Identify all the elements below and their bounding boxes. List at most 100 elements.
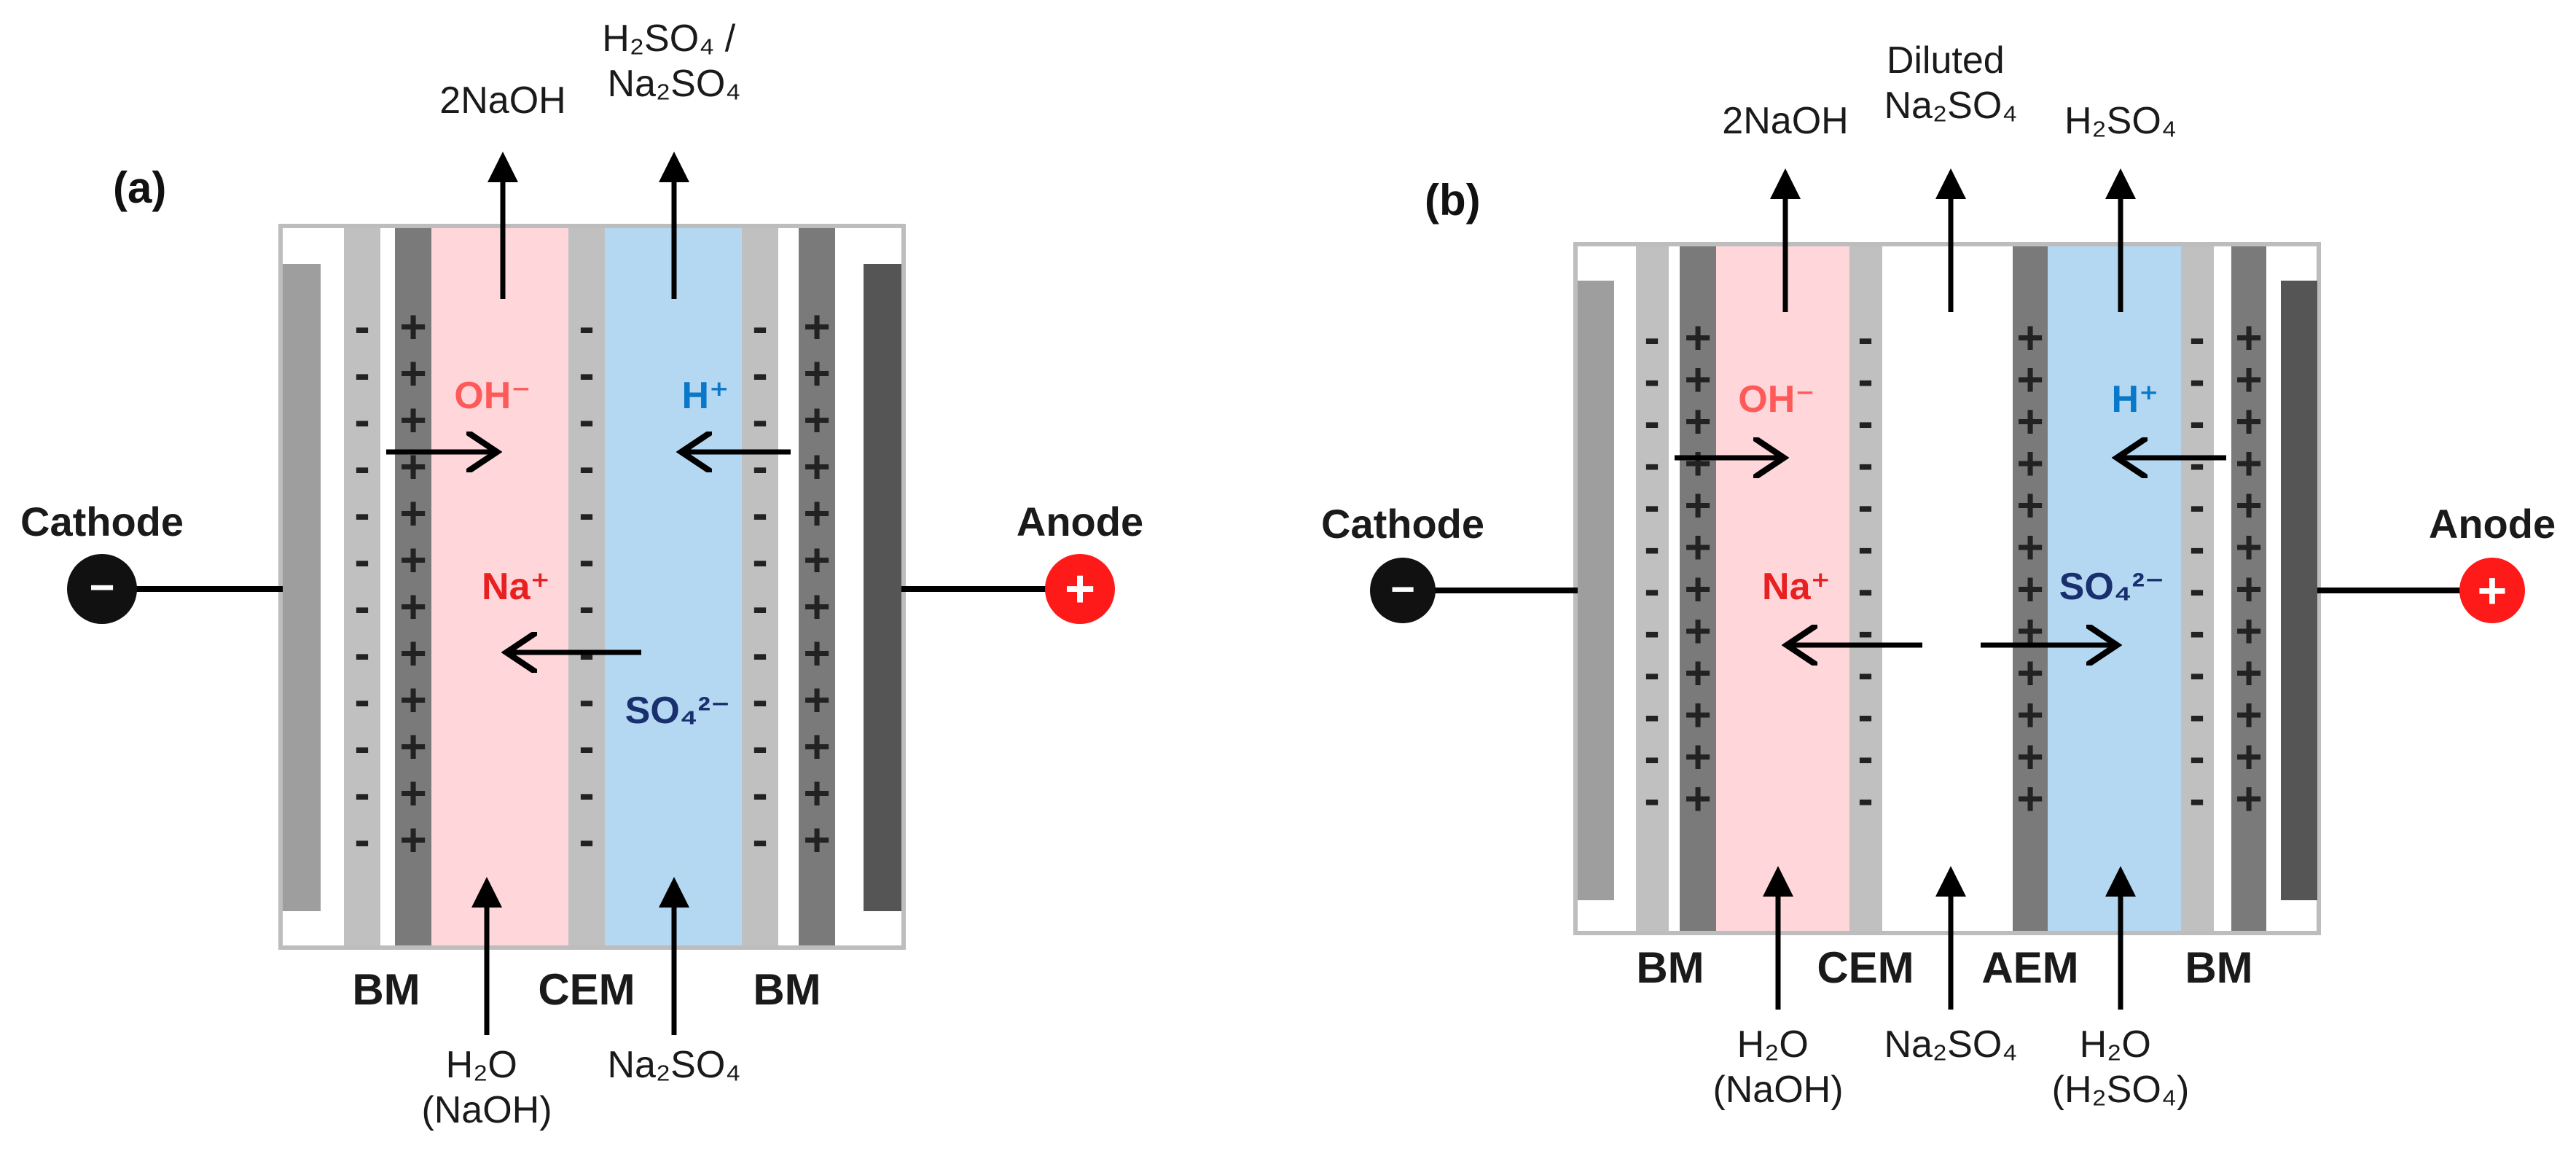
minus-charge-sign: - xyxy=(752,767,767,819)
panel-b-acid-compartment xyxy=(2048,246,2181,931)
plus-charge-sign: + xyxy=(2016,689,2043,741)
plus-charge-sign: + xyxy=(803,534,830,586)
plus-charge-sign: + xyxy=(2235,521,2262,574)
minus-charge-sign: - xyxy=(2189,647,2204,699)
minus-charge-sign: - xyxy=(354,394,369,446)
panel-a-anode-plate xyxy=(864,264,901,911)
plus-charge-sign: + xyxy=(399,300,426,353)
panel-b-bm-right-plus-column: ++++++++++++ xyxy=(2235,311,2262,825)
panel-a: (a) ------------ ++++++++++++ ----------… xyxy=(20,17,1143,1131)
plus-charge-sign: + xyxy=(399,394,426,446)
panel-b-anode-label: Anode xyxy=(2429,501,2556,547)
plus-charge-sign: + xyxy=(1684,395,1711,448)
panel-a-ion-sodium: Na⁺ xyxy=(482,566,550,608)
panel-b-membrane-label-aem: AEM xyxy=(1981,943,2078,992)
minus-charge-sign: - xyxy=(2189,689,2204,741)
plus-charge-sign: + xyxy=(399,487,426,539)
minus-charge-sign: - xyxy=(752,813,767,866)
minus-charge-sign: - xyxy=(1857,437,1873,490)
plus-charge-sign: + xyxy=(2235,395,2262,448)
minus-charge-sign: - xyxy=(354,580,369,633)
minus-charge-sign: - xyxy=(752,300,767,353)
minus-charge-sign: - xyxy=(1644,605,1659,657)
plus-charge-sign: + xyxy=(2016,773,2043,825)
panel-a-membrane-label-cem: CEM xyxy=(538,965,635,1014)
minus-charge-sign: - xyxy=(354,767,369,819)
plus-charge-sign: + xyxy=(2235,605,2262,657)
plus-charge-sign: + xyxy=(1684,437,1711,490)
panel-b-anode-terminal xyxy=(2459,558,2525,623)
plus-charge-sign: + xyxy=(2235,647,2262,699)
minus-charge-sign: - xyxy=(1644,730,1659,783)
plus-charge-sign: + xyxy=(399,534,426,586)
plus-charge-sign: + xyxy=(1684,563,1711,615)
panel-b-bm-left-anion-layer xyxy=(1636,246,1669,931)
minus-charge-sign: - xyxy=(579,674,594,726)
panel-b-cathode-terminal xyxy=(1370,558,1436,623)
panel-b-cem-minus-column: ------------ xyxy=(1857,311,1873,825)
panel-b-bm-right-anion-layer xyxy=(2181,246,2214,931)
panel-b-bm-right-cation-layer xyxy=(2231,246,2266,931)
minus-charge-sign: - xyxy=(752,440,767,493)
panel-b-ion-hydroxide: OH⁻ xyxy=(1738,378,1814,421)
panel-a-cem-minus-column: ------------ xyxy=(579,300,594,866)
panel-b-label: (b) xyxy=(1425,176,1481,225)
panel-b-bm-right-minus-column: ------------ xyxy=(2189,311,2204,825)
minus-charge-sign: - xyxy=(752,534,767,586)
minus-charge-sign: - xyxy=(1644,395,1659,448)
panel-a-ion-sulfate: SO₄²⁻ xyxy=(625,690,731,732)
plus-charge-sign: + xyxy=(2016,563,2043,615)
minus-charge-sign: - xyxy=(752,674,767,726)
minus-charge-sign: - xyxy=(579,580,594,633)
minus-charge-sign: - xyxy=(1857,311,1873,364)
panel-a-bm-right-cation-layer xyxy=(799,228,835,945)
panel-a-anode-label: Anode xyxy=(1017,499,1143,545)
minus-charge-sign: - xyxy=(2189,563,2204,615)
panel-a-ion-proton: H⁺ xyxy=(682,375,729,417)
panel-b-output-naoh: 2NaOH xyxy=(1722,100,1848,142)
minus-charge-sign: - xyxy=(354,534,369,586)
minus-charge-sign: - xyxy=(1857,479,1873,531)
minus-charge-sign: - xyxy=(354,487,369,539)
panel-a-membrane-label-bm-left: BM xyxy=(352,965,420,1014)
minus-charge-sign: - xyxy=(2189,605,2204,657)
plus-charge-sign: + xyxy=(803,580,830,633)
plus-charge-sign: + xyxy=(2016,395,2043,448)
minus-charge-sign: - xyxy=(1644,521,1659,574)
plus-charge-sign: + xyxy=(1684,354,1711,406)
panel-a-output-acid: H₂SO₄ / Na₂SO₄ xyxy=(602,17,745,105)
plus-charge-sign: + xyxy=(803,440,830,493)
minus-charge-sign: - xyxy=(354,720,369,773)
plus-charge-sign: + xyxy=(1684,773,1711,825)
panel-a-anode-terminal-icon: + xyxy=(1065,560,1095,618)
minus-charge-sign: - xyxy=(2189,437,2204,490)
minus-charge-sign: - xyxy=(1857,689,1873,741)
panel-a-acid-compartment xyxy=(605,228,742,945)
minus-charge-sign: - xyxy=(354,674,369,726)
panel-b-membrane-charges: ------------ ++++++++++++ ------------ +… xyxy=(1644,311,2262,825)
panel-a-cathode-plate xyxy=(283,264,321,911)
plus-charge-sign: + xyxy=(2235,563,2262,615)
minus-charge-sign: - xyxy=(752,487,767,539)
panel-a-cem xyxy=(568,228,605,945)
minus-charge-sign: - xyxy=(354,440,369,493)
minus-charge-sign: - xyxy=(2189,395,2204,448)
plus-charge-sign: + xyxy=(2016,479,2043,531)
minus-charge-sign: - xyxy=(1857,647,1873,699)
minus-charge-sign: - xyxy=(579,813,594,866)
panel-b-cathode-label: Cathode xyxy=(1321,501,1484,547)
plus-charge-sign: + xyxy=(2235,479,2262,531)
minus-charge-sign: - xyxy=(2189,354,2204,406)
plus-charge-sign: + xyxy=(2016,354,2043,406)
panel-b-cem xyxy=(1849,246,1882,931)
minus-charge-sign: - xyxy=(1857,773,1873,825)
plus-charge-sign: + xyxy=(2016,605,2043,657)
plus-charge-sign: + xyxy=(399,720,426,773)
panel-a-bm-right-anion-layer xyxy=(742,228,778,945)
minus-charge-sign: - xyxy=(1644,773,1659,825)
plus-charge-sign: + xyxy=(399,674,426,726)
panel-a-output-naoh: 2NaOH xyxy=(439,79,565,122)
minus-charge-sign: - xyxy=(1644,689,1659,741)
panel-a-anode-terminal xyxy=(1045,554,1115,624)
panel-b-cathode-terminal-icon: − xyxy=(1390,566,1415,613)
